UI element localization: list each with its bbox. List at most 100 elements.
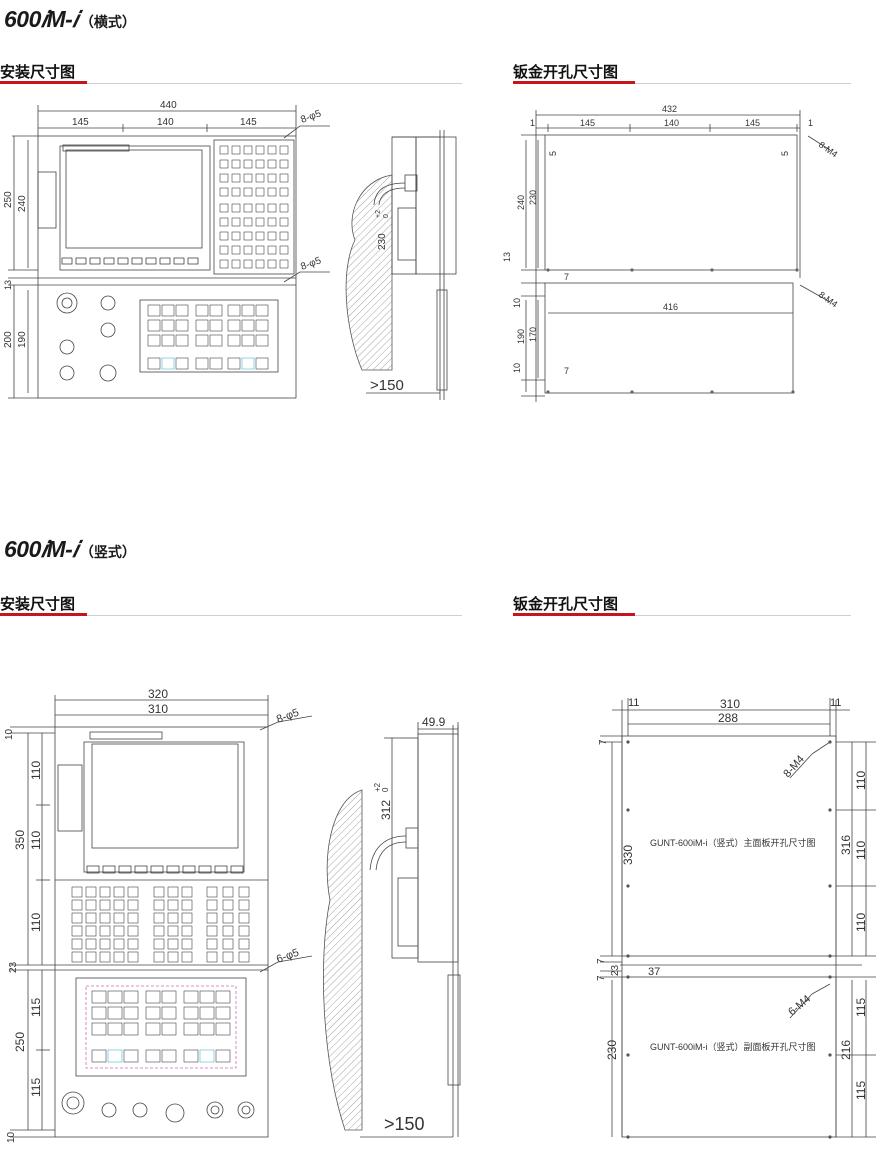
s2-cut-dims: 11 310 11 288 7 330 110 316 110 110 7 23… bbox=[596, 697, 868, 1100]
s1-cut-432: 432 bbox=[662, 104, 677, 114]
s2-screen-bezel bbox=[83, 741, 245, 873]
s2-side-depth: 312 bbox=[379, 800, 393, 820]
s2-cut-label-sub: GUNT-600iM-i（竖式）副面板开孔尺寸图 bbox=[650, 1041, 816, 1052]
s1-dim-145a: 145 bbox=[72, 117, 89, 128]
s2-side-view bbox=[323, 722, 461, 1138]
section1-install-accent bbox=[0, 81, 87, 84]
s1-panel-outline bbox=[37, 135, 297, 399]
s1-cut-1a: 1 bbox=[530, 118, 535, 128]
s2-cut-23: 23 bbox=[610, 964, 621, 976]
section2-install-rule bbox=[0, 615, 462, 616]
s1-cut-holes bbox=[546, 268, 799, 394]
s2-cut-316: 316 bbox=[839, 835, 853, 855]
s1-cut-10b: 10 bbox=[512, 363, 522, 373]
s1-side-tol-plus: +2 bbox=[375, 210, 382, 218]
s2-cut-288: 288 bbox=[718, 711, 738, 725]
s2-cut-m4a: 8-M4 bbox=[781, 753, 807, 780]
s2-cut-label-main: GUNT-600iM-i（竖式）主面板开孔尺寸图 bbox=[650, 837, 816, 848]
section2-cutout-heading: 钣金开孔尺寸图 bbox=[513, 595, 619, 613]
s1-dim-200: 200 bbox=[3, 331, 14, 348]
s2-cut-115a: 115 bbox=[854, 998, 868, 1017]
section2-install-heading: 安装尺寸图 bbox=[0, 595, 76, 613]
s2-cut-230: 230 bbox=[605, 1040, 619, 1060]
s2-dim-115a: 115 bbox=[29, 998, 43, 1017]
s1-wall-hatch bbox=[345, 174, 393, 371]
s2-cut-holes bbox=[626, 740, 832, 1139]
s2-dim-350: 350 bbox=[13, 830, 27, 850]
s2-side-clear: >150 bbox=[384, 1114, 425, 1134]
s1-cut-5a: 5 bbox=[548, 151, 558, 156]
s2-cut-7c: 7 bbox=[596, 975, 607, 981]
s2-knob bbox=[165, 1103, 185, 1123]
s1-cut-m4a: 8-M4 bbox=[817, 139, 840, 159]
s1-cut-13: 13 bbox=[502, 252, 512, 262]
s1-side-view bbox=[345, 130, 457, 400]
s1-cut-145a: 145 bbox=[580, 118, 595, 128]
s2-dim-110b: 110 bbox=[29, 831, 43, 850]
s1-cut-7b: 7 bbox=[564, 366, 569, 376]
s2-panel-outline bbox=[54, 726, 269, 1138]
section2-cutout-rule bbox=[513, 615, 851, 616]
s2-dim-115b: 115 bbox=[29, 1078, 43, 1097]
s2-side-tol-plus: +2 bbox=[373, 782, 382, 792]
s1-cut-230: 230 bbox=[528, 190, 538, 205]
s2-cut-115b: 115 bbox=[854, 1081, 868, 1100]
s2-cut-7a: 7 bbox=[598, 739, 609, 745]
s2-cut-110a: 110 bbox=[854, 771, 868, 790]
section2-cutout-accent bbox=[513, 613, 635, 616]
s2-alpha-keys bbox=[71, 886, 250, 963]
s1-cut-170: 170 bbox=[528, 327, 538, 342]
s1-dim-190: 190 bbox=[17, 331, 28, 348]
s2-side-499: 49.9 bbox=[422, 715, 446, 729]
section1-cutout-accent bbox=[513, 81, 635, 84]
s2-softkeys bbox=[86, 865, 244, 874]
s1-cutout-view bbox=[521, 110, 831, 402]
s2-front-dims: 320 310 8-φ5 6-φ5 10 110 350 110 110 23 … bbox=[4, 687, 301, 1143]
s2-cut-110b: 110 bbox=[854, 841, 868, 860]
s1-cut-5b: 5 bbox=[780, 151, 790, 156]
s1-cut-1b: 1 bbox=[808, 118, 813, 128]
s2-dim-310: 310 bbox=[148, 702, 168, 716]
s2-cutout-view bbox=[600, 698, 876, 1138]
s1-cut-240: 240 bbox=[516, 195, 526, 210]
s2-dim-110a: 110 bbox=[29, 761, 43, 780]
s2-cut-216: 216 bbox=[839, 1040, 853, 1060]
s1-cut-m4b: 8-M4 bbox=[817, 289, 840, 309]
s1-dim-145b: 145 bbox=[240, 117, 257, 128]
s2-dim-10a: 10 bbox=[4, 728, 15, 740]
s1-dim-240: 240 bbox=[17, 195, 28, 212]
s1-estop bbox=[56, 292, 78, 314]
s1-key-grid bbox=[219, 145, 289, 269]
s2-dim-holes2: 6-φ5 bbox=[275, 947, 301, 966]
s1-side-tol-zero: 0 bbox=[383, 214, 390, 218]
s1-side-clear: >150 bbox=[370, 377, 404, 394]
s1-side-dims: 230 +2 0 >150 bbox=[370, 210, 404, 394]
s2-screen bbox=[91, 743, 239, 849]
s2-op-keypad bbox=[75, 977, 247, 1077]
s1-side-depth: 230 bbox=[377, 233, 388, 250]
section1-install-rule bbox=[0, 83, 462, 84]
s1-front-view bbox=[8, 105, 330, 399]
s2-cut-310: 310 bbox=[720, 697, 740, 711]
s1-screen-bezel bbox=[59, 145, 211, 271]
s2-dim-23: 23 bbox=[8, 961, 19, 973]
s1-dim-holes: 8-φ5 bbox=[299, 108, 323, 126]
section2-title: 600𝑖M-𝑖（竖式） bbox=[4, 536, 136, 563]
s1-dim-440: 440 bbox=[160, 100, 177, 111]
section2-title-main: 600𝑖M-𝑖 bbox=[4, 536, 78, 562]
s2-estop bbox=[61, 1091, 85, 1115]
s2-side-tol-zero: 0 bbox=[381, 787, 390, 792]
s1-dim-holes2: 8-φ5 bbox=[299, 255, 323, 273]
s2-side-dims: 49.9 312 +2 0 >150 bbox=[373, 715, 446, 1134]
s1-cut-145b: 145 bbox=[745, 118, 760, 128]
s2-dim-250: 250 bbox=[13, 1032, 27, 1052]
s1-cut-main bbox=[544, 134, 798, 271]
section1-install-heading: 安装尺寸图 bbox=[0, 63, 76, 81]
s2-dim-10b: 10 bbox=[6, 1131, 17, 1143]
section1-cutout-heading: 钣金开孔尺寸图 bbox=[513, 63, 619, 81]
section2-install-accent bbox=[0, 613, 87, 616]
s1-screen bbox=[65, 149, 203, 249]
s2-cut-7b: 7 bbox=[596, 958, 607, 964]
s1-cut-416: 416 bbox=[663, 302, 678, 312]
s1-cut-190: 190 bbox=[516, 329, 526, 344]
